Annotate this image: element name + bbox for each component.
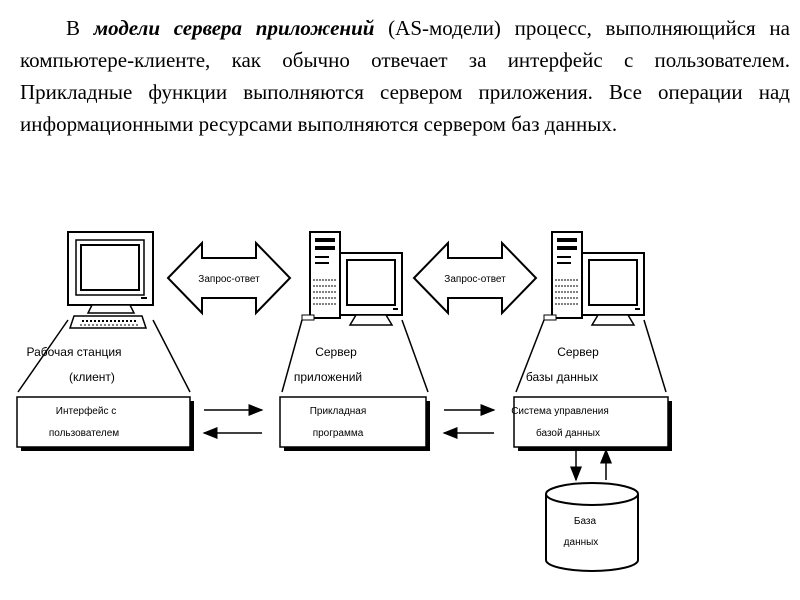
box-dbms-line2: базой данных bbox=[536, 427, 600, 439]
box-user-interface: Интерфейс с пользователем bbox=[16, 396, 194, 451]
node-label-db-line1: Сервер bbox=[557, 345, 599, 359]
box-dbms: Система управления базой данных bbox=[511, 396, 672, 451]
box-app-program-line1: Прикладная bbox=[310, 406, 367, 417]
database-cylinder-icon: База данных bbox=[545, 482, 639, 572]
node-label-client-line2: (клиент) bbox=[69, 370, 115, 384]
app-server-icon bbox=[301, 231, 403, 326]
box-app-program: Прикладная программа bbox=[279, 396, 430, 451]
connector-lines bbox=[17, 319, 667, 393]
box-app-program-line2: программа bbox=[313, 428, 364, 439]
box-user-interface-line2: пользователем bbox=[49, 428, 119, 439]
paragraph-emphasis: модели сервера приложений bbox=[93, 16, 375, 40]
workstation-icon bbox=[67, 231, 154, 329]
double-arrow-1: Запрос-ответ bbox=[166, 240, 292, 316]
paragraph-rest: (AS-модели) процесс, выполняющийся на ко… bbox=[20, 16, 790, 136]
node-label-db-line2: базы данных bbox=[526, 370, 598, 384]
arrow-label-2: Запрос-ответ bbox=[444, 274, 506, 285]
node-label-client-line1: Рабочая станция bbox=[26, 345, 121, 359]
intro-paragraph: В модели сервера приложений (AS-модели) … bbox=[20, 12, 790, 140]
database-label-line1: База bbox=[574, 516, 597, 527]
box-user-interface-line1: Интерфейс с bbox=[56, 405, 116, 417]
paragraph-lead: В bbox=[66, 16, 94, 40]
flow-arrows bbox=[202, 404, 612, 482]
db-server-icon bbox=[543, 231, 645, 326]
node-label-app-line1: Сервер bbox=[315, 345, 357, 359]
arrow-label-1: Запрос-ответ bbox=[198, 274, 260, 285]
box-dbms-line1: Система управления bbox=[511, 406, 609, 417]
node-label-app-line2: приложений bbox=[294, 370, 362, 384]
double-arrow-2: Запрос-ответ bbox=[412, 240, 538, 316]
database-label-line2: данных bbox=[564, 537, 599, 548]
